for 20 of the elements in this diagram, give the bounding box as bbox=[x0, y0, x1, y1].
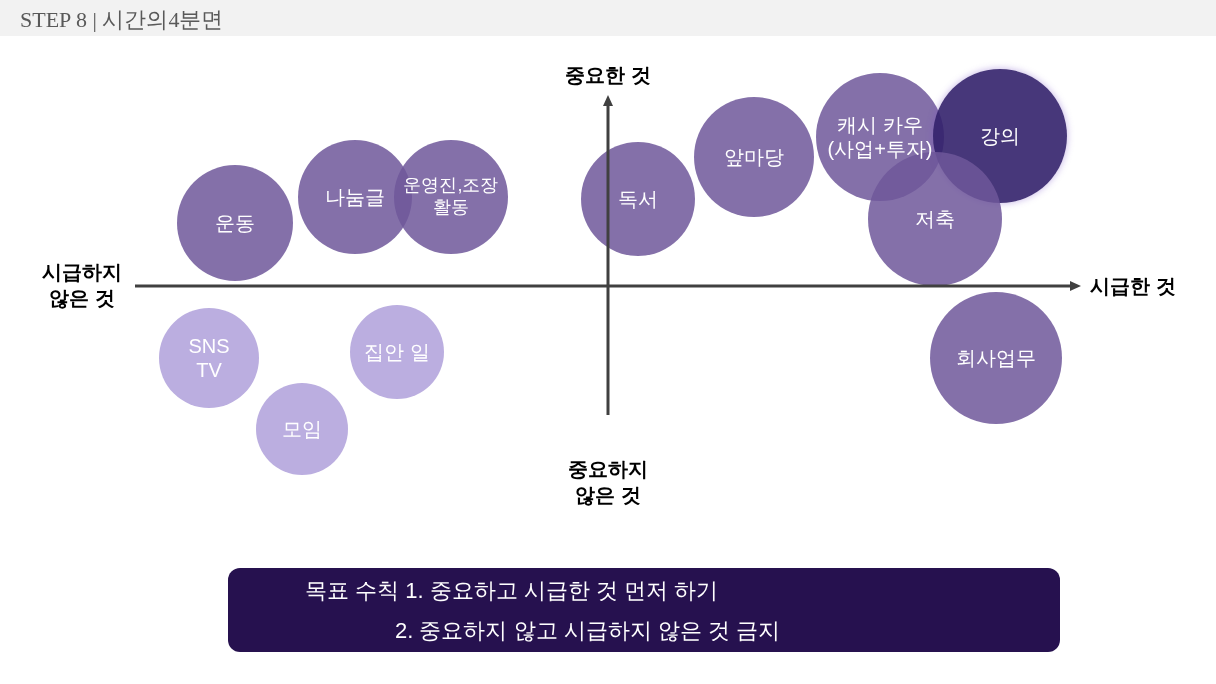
circle-label: 저축 bbox=[915, 207, 955, 231]
circle-label: 나눔글 bbox=[325, 185, 385, 209]
circle-label: 강의 bbox=[980, 124, 1020, 148]
circle-label: 운영진,조장 활동 bbox=[402, 175, 500, 219]
circle-label: 캐시 카우 (사업+투자) bbox=[826, 113, 934, 161]
axis-label: 중요하지 않은 것 bbox=[567, 457, 649, 508]
rule-text: 목표 수칙 1. 중요하고 시급한 것 먼저 하기 bbox=[305, 577, 719, 605]
axis-label: 시급한 것 bbox=[1089, 274, 1177, 299]
circle-label: 앞마당 bbox=[724, 145, 784, 169]
rule-banner bbox=[228, 568, 1060, 652]
circle-label: 회사업무 bbox=[956, 346, 1036, 370]
circle-label: 운동 bbox=[215, 211, 255, 235]
axis-label: 시급하지 않은 것 bbox=[41, 260, 123, 311]
page-title: STEP 8 | 시간의4분면 bbox=[20, 6, 224, 34]
circle-label: 모임 bbox=[282, 417, 322, 441]
circle-label: SNS TV bbox=[187, 334, 231, 382]
circle-label: 집안 일 bbox=[364, 340, 430, 364]
circle-label: 독서 bbox=[618, 187, 658, 211]
rule-text: 2. 중요하지 않고 시급하지 않은 것 금지 bbox=[395, 617, 781, 645]
axis-label: 중요한 것 bbox=[564, 63, 652, 88]
